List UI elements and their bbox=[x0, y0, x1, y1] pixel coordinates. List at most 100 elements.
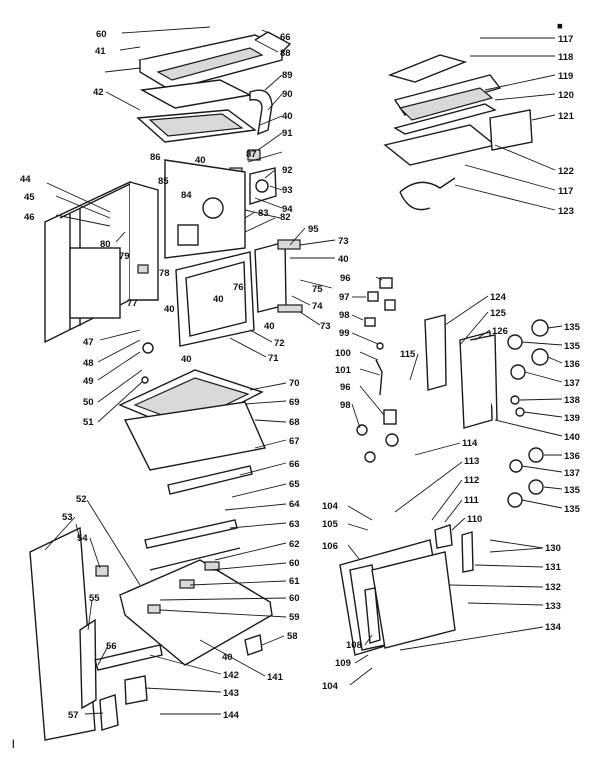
label-142: 142 bbox=[223, 670, 239, 681]
leader-lines bbox=[44, 26, 563, 715]
label-40-e: 40 bbox=[213, 294, 224, 305]
label-141: 141 bbox=[267, 672, 284, 683]
label-66-b: 66 bbox=[289, 459, 300, 470]
label-98-b: 98 bbox=[340, 400, 351, 411]
label-101: 101 bbox=[335, 365, 352, 376]
label-76: 76 bbox=[233, 282, 244, 293]
label-87: 87 bbox=[246, 149, 257, 160]
label-96-a: 96 bbox=[340, 273, 351, 284]
label-137-a: 137 bbox=[564, 378, 580, 389]
label-48: 48 bbox=[83, 358, 94, 369]
label-62: 62 bbox=[289, 539, 300, 550]
label-42: 42 bbox=[93, 87, 104, 98]
label-40-c: 40 bbox=[338, 254, 349, 265]
label-44: 44 bbox=[20, 174, 31, 185]
label-90: 90 bbox=[282, 89, 293, 100]
label-100: 100 bbox=[335, 348, 351, 359]
label-134: 134 bbox=[545, 622, 562, 633]
label-94: 94 bbox=[282, 204, 293, 215]
rack-assembly bbox=[118, 369, 273, 666]
label-115: 115 bbox=[400, 349, 416, 360]
label-143: 143 bbox=[223, 688, 239, 699]
label-105: 105 bbox=[322, 519, 339, 530]
label-132: 132 bbox=[545, 582, 561, 593]
label-91: 91 bbox=[282, 128, 293, 139]
label-121: 121 bbox=[558, 111, 575, 122]
label-114: 114 bbox=[462, 438, 478, 449]
label-79: 79 bbox=[119, 251, 130, 262]
label-97: 97 bbox=[339, 292, 350, 303]
label-135-c: 135 bbox=[564, 485, 581, 496]
label-66: 66 bbox=[280, 32, 291, 43]
label-120: 120 bbox=[558, 90, 574, 101]
label-40-d: 40 bbox=[164, 304, 175, 315]
label-60-b: 60 bbox=[289, 558, 300, 569]
label-72: 72 bbox=[274, 338, 285, 349]
label-133: 133 bbox=[545, 601, 561, 612]
label-117-b: 117 bbox=[558, 186, 573, 197]
label-138: 138 bbox=[564, 395, 580, 406]
label-85: 85 bbox=[158, 176, 169, 187]
label-51: 51 bbox=[83, 417, 94, 428]
label-118: 118 bbox=[558, 52, 573, 63]
label-104-b: 104 bbox=[322, 681, 339, 692]
label-131: 131 bbox=[545, 562, 562, 573]
label-74: 74 bbox=[312, 301, 323, 312]
label-106: 106 bbox=[322, 541, 338, 552]
label-40-b: 40 bbox=[195, 155, 206, 166]
label-56: 56 bbox=[106, 641, 117, 652]
label-112: 112 bbox=[464, 475, 479, 486]
label-98-a: 98 bbox=[339, 310, 350, 321]
small-parts bbox=[356, 277, 399, 463]
part-labels: 60 66 88 41 89 42 90 40 91 87 86 40 92 9… bbox=[20, 29, 581, 721]
label-75: 75 bbox=[312, 284, 323, 295]
label-71: 71 bbox=[268, 353, 279, 364]
label-109: 109 bbox=[335, 658, 351, 669]
label-82: 82 bbox=[280, 212, 291, 223]
label-83: 83 bbox=[258, 208, 269, 219]
label-67: 67 bbox=[289, 436, 300, 447]
label-104-a: 104 bbox=[322, 501, 339, 512]
label-55: 55 bbox=[89, 593, 100, 604]
label-124: 124 bbox=[490, 292, 507, 303]
label-40-f: 40 bbox=[264, 321, 275, 332]
label-73-a: 73 bbox=[338, 236, 349, 247]
label-117-a: 117 bbox=[558, 34, 573, 45]
label-111: 111 bbox=[464, 495, 480, 506]
label-47: 47 bbox=[83, 337, 94, 348]
label-80: 80 bbox=[100, 239, 111, 250]
label-140: 140 bbox=[564, 432, 580, 443]
label-136-b: 136 bbox=[564, 451, 580, 462]
label-113: 113 bbox=[464, 456, 479, 467]
label-58: 58 bbox=[287, 631, 298, 642]
label-63: 63 bbox=[289, 519, 300, 530]
label-45: 45 bbox=[24, 192, 35, 203]
label-53: 53 bbox=[62, 512, 73, 523]
lower-door bbox=[29, 526, 163, 741]
label-86: 86 bbox=[150, 152, 161, 163]
label-60: 60 bbox=[96, 29, 107, 40]
label-135-a: 135 bbox=[564, 322, 581, 333]
label-52: 52 bbox=[76, 494, 87, 505]
label-54: 54 bbox=[77, 533, 88, 544]
label-130: 130 bbox=[545, 543, 561, 554]
label-57: 57 bbox=[68, 710, 79, 721]
oven-door bbox=[339, 524, 474, 656]
label-50: 50 bbox=[83, 397, 94, 408]
label-65: 65 bbox=[289, 479, 300, 490]
label-70: 70 bbox=[289, 378, 300, 389]
label-139: 139 bbox=[564, 413, 580, 424]
label-73-b: 73 bbox=[320, 321, 331, 332]
broiler-assembly bbox=[383, 54, 533, 211]
label-125: 125 bbox=[490, 308, 507, 319]
label-78: 78 bbox=[159, 268, 170, 279]
label-40-h: 40 bbox=[222, 652, 233, 663]
label-77: 77 bbox=[127, 298, 138, 309]
bottom-mark: | bbox=[12, 738, 15, 749]
label-136-a: 136 bbox=[564, 359, 580, 370]
label-84: 84 bbox=[181, 190, 192, 201]
label-135-b: 135 bbox=[564, 341, 581, 352]
label-88: 88 bbox=[280, 48, 291, 59]
label-40-a: 40 bbox=[282, 111, 293, 122]
